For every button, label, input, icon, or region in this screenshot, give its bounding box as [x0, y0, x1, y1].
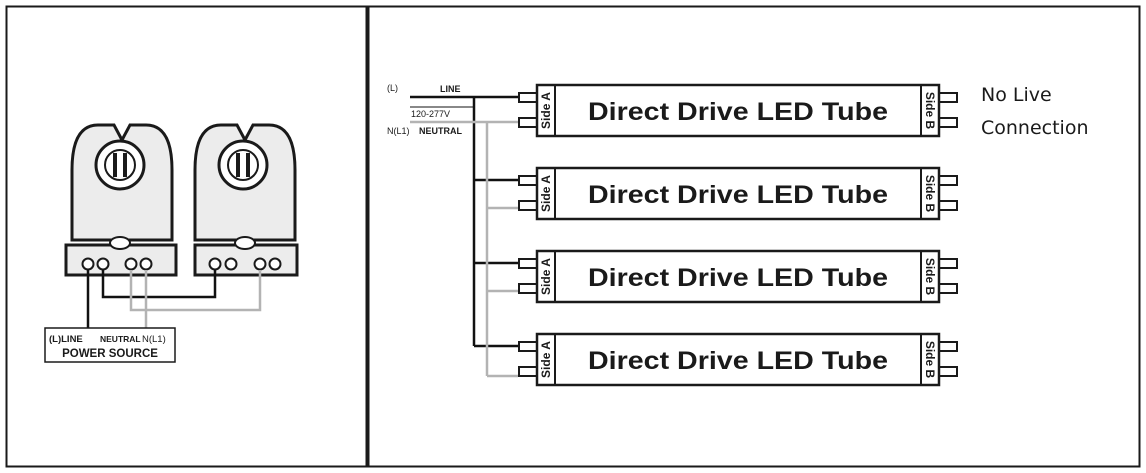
tube-4-side-b-label: Side B [923, 341, 937, 379]
tube-4-pin-b1 [938, 341, 958, 352]
supply-voltage-label: 120-277V [411, 109, 450, 119]
tube-2-body [535, 166, 941, 221]
power-source-box: (L)LINE NEUTRAL N(L1) POWER SOURCE [44, 327, 176, 363]
power-source-line-label: (L)LINE [49, 334, 83, 345]
tube-2-pin-a2 [518, 200, 538, 211]
tube-2-side-b-label: Side B [923, 175, 937, 213]
tube-2-label: Direct Drive LED Tube [588, 181, 888, 209]
tube-3-side-b-label: Side B [923, 258, 937, 296]
supply-labels: (L) LINE 120-277V N(L1) NEUTRAL [387, 83, 462, 136]
terminal-r3 [253, 257, 267, 271]
lampholder-left-socket-inner [104, 149, 136, 181]
tube-1-pin-b1 [938, 92, 958, 103]
neutral-wire-bridge [129, 270, 262, 312]
no-live-line1: No Live [981, 84, 1052, 106]
tube-4-pin-a2 [518, 366, 538, 377]
tube-3-pin-a1 [518, 258, 538, 269]
supply-neutral-label: NEUTRAL [419, 126, 462, 136]
led-tube-3: Side A Side B Direct Drive LED Tube [518, 249, 958, 304]
tube-2-pin-a1 [518, 175, 538, 186]
tube-1-pin-a2 [518, 117, 538, 128]
left-panel-frame [5, 5, 368, 468]
supply-l-label: (L) [387, 83, 398, 93]
no-live-line2: Connection [981, 117, 1089, 139]
tube-1-pin-b2 [938, 117, 958, 128]
line-wire-bridge [101, 270, 217, 299]
power-source-title: POWER SOURCE [62, 348, 158, 360]
tube-1-pin-a1 [518, 92, 538, 103]
tube-1-side-b-label: Side B [923, 92, 937, 130]
tube-1-label: Direct Drive LED Tube [588, 98, 888, 126]
tube-3-pin-a2 [518, 283, 538, 294]
tube-4-pin-a1 [518, 341, 538, 352]
terminal-r2 [224, 257, 238, 271]
terminal-l2 [96, 257, 110, 271]
tube-3-pin-b2 [938, 283, 958, 294]
tube-3-side-a-label: Side A [539, 258, 553, 295]
led-tube-4: Side A Side B Direct Drive LED Tube [518, 332, 958, 387]
tube-1-side-a-label: Side A [539, 92, 553, 129]
lampholder-right [193, 123, 299, 277]
terminal-l4 [139, 257, 153, 271]
supply-line-label: LINE [440, 84, 461, 94]
power-source-neutral-label: NEUTRAL [100, 334, 141, 344]
tube-1-body [535, 83, 941, 138]
lampholder-left [64, 123, 178, 277]
tube-4-pin-b2 [938, 366, 958, 377]
terminal-l1 [81, 257, 95, 271]
supply-neutral-prefix: N(L1) [387, 126, 410, 136]
led-tube-2: Side A Side B Direct Drive LED Tube [518, 166, 958, 221]
tube-3-body [535, 249, 941, 304]
tube-2-pin-b2 [938, 200, 958, 211]
tube-3-label: Direct Drive LED Tube [588, 264, 888, 292]
power-source-n-label: N(L1) [142, 334, 166, 345]
led-tube-1: Side A Side B Direct Drive LED Tube [518, 83, 958, 138]
tube-4-label: Direct Drive LED Tube [588, 347, 888, 375]
terminal-r1 [208, 257, 222, 271]
lampholder-right-socket-inner [227, 149, 259, 181]
right-panel-frame [367, 5, 1141, 468]
tube-2-side-a-label: Side A [539, 175, 553, 212]
tube-3-pin-b1 [938, 258, 958, 269]
terminal-r4 [268, 257, 282, 271]
supply-wiring [410, 95, 518, 378]
tube-4-body [535, 332, 941, 387]
tube-2-pin-b1 [938, 175, 958, 186]
terminal-l3 [124, 257, 138, 271]
tube-4-side-a-label: Side A [539, 341, 553, 378]
left-wiring [86, 270, 262, 330]
